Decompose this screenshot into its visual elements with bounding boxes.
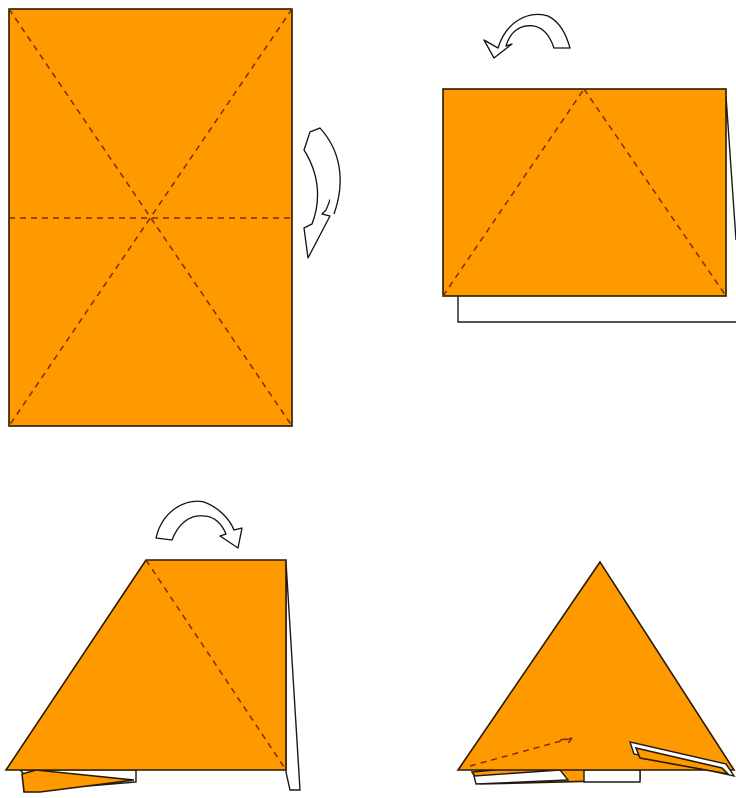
- back-layer-edge: [458, 296, 736, 322]
- step-3-side-folded: [6, 501, 300, 792]
- fold-back-arrow-icon: [304, 128, 340, 258]
- turn-over-arrow-icon: [156, 501, 242, 548]
- bottom-layer-edge: [584, 770, 640, 782]
- back-flap: [286, 562, 300, 790]
- step-1-unfolded-sheet: [9, 9, 340, 426]
- paper-triangle: [458, 562, 734, 770]
- step-4-finished-triangle: [458, 562, 734, 784]
- turn-over-arrow-icon: [484, 14, 570, 58]
- paper-sheet: [9, 9, 292, 426]
- paper-rectangle: [443, 89, 726, 296]
- back-layer-edge: [726, 96, 736, 240]
- paper-trapezoid: [6, 560, 286, 770]
- step-2-folded-rectangle: [443, 14, 736, 322]
